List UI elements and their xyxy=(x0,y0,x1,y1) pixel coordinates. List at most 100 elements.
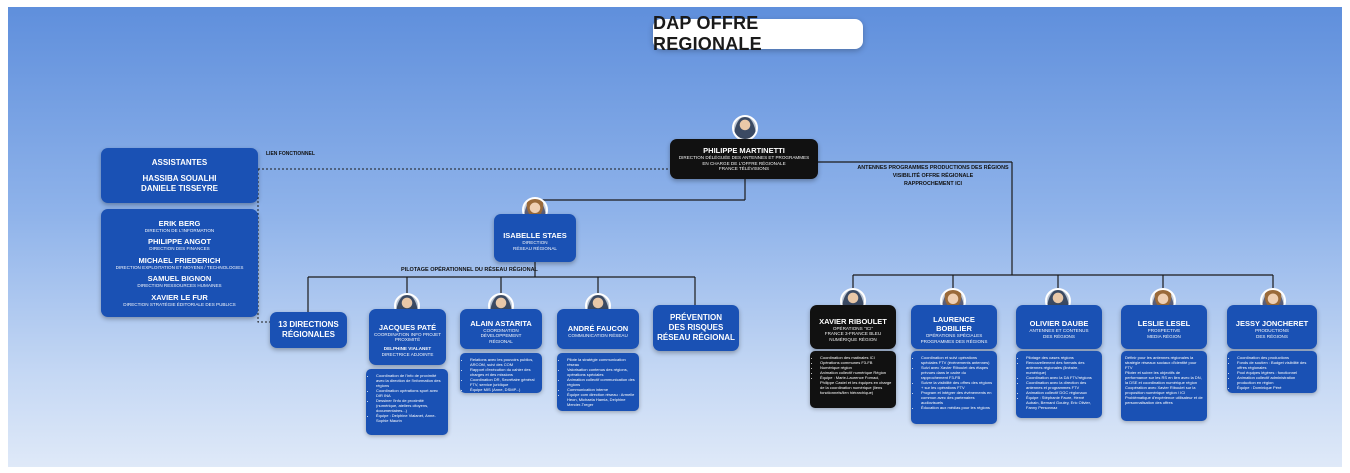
person-role: PRODUCTIONS xyxy=(1255,328,1289,334)
directions-line: RÉGIONALES xyxy=(282,330,335,339)
detail-item: Équipe : Marie-Laurence Fornaci, Philipp… xyxy=(820,375,892,395)
director-role: EN CHARGE DE L'OFFRE RÉGIONALE xyxy=(702,160,786,166)
olivier-daube-box: OLIVIER DAUBE ANTENNES ET CONTENUS DES R… xyxy=(1016,305,1102,349)
org-chart-canvas: DAP OFFRE REGIONALE LIEN FONCTIONNEL ASS… xyxy=(8,7,1342,467)
laurence-bobilier-detail: Coordination et suivi opérations spécial… xyxy=(911,351,997,424)
person-sub: DELPHINE VIALANET xyxy=(383,346,432,351)
person-name: LESLIE LESEL xyxy=(1137,319,1191,329)
detail-item: Coordination avec la direction des anten… xyxy=(1026,380,1098,390)
detail-item: Équipe : Dominique Péré xyxy=(1237,385,1313,390)
detail-item: Coordination de l'info de proximité avec… xyxy=(376,373,444,388)
person-role: PROXIMITÉ xyxy=(394,337,421,343)
person-role: MEDIA RÉGION xyxy=(1147,334,1181,339)
person-role: COORDINATION INFO PROJET xyxy=(373,331,442,337)
staff-role: DIRECTION STRATÉGIE ÉDITORIALE DES PUBLI… xyxy=(123,301,236,307)
detail-item: Éducation aux médias pour les régions xyxy=(921,405,993,410)
detail-item: Équipe MIS (Anne, DSMP...) xyxy=(470,387,538,392)
person-role: ANTENNES ET CONTENUS xyxy=(1029,328,1089,334)
leslie-lesel-box: LESLIE LESEL PROSPECTIVE MEDIA RÉGION xyxy=(1121,305,1207,349)
jessy-joncheret-box: JESSY JONCHERET PRODUCTIONS DES RÉGIONS xyxy=(1227,305,1317,349)
jacques-box: JACQUES PATÉ COORDINATION INFO PROJET PR… xyxy=(369,309,446,365)
antennes-label: ANTENNES PROGRAMMES PRODUCTIONS DES RÉGI… xyxy=(853,164,1013,188)
person-name: ANDRÉ FAUCON xyxy=(567,324,629,334)
person-role: COMMUNICATION RÉSEAU xyxy=(568,333,628,339)
detail-item: Coordination des productions xyxy=(1237,355,1313,360)
detail-item: Animation collectif communication des ré… xyxy=(567,377,635,387)
detail-item: Relations avec les pouvoirs publics, ARC… xyxy=(470,357,538,367)
person-role: DIRECTION xyxy=(522,239,548,245)
laurence-bobilier-box: LAURENCE BOBILIER OPÉRATIONS SPÉCIALES P… xyxy=(911,305,997,349)
detail-item: Équipe com direction réseau : Armelle He… xyxy=(567,392,635,407)
staff-role: DIRECTION EXPLOITATION ET MOYENS / TECHN… xyxy=(115,264,244,270)
person-role: RÉSEAU RÉGIONAL xyxy=(513,245,557,251)
directions-regionales-box: 13 DIRECTIONS RÉGIONALES xyxy=(270,312,347,348)
person-name: ALAIN ASTARITA xyxy=(470,318,532,328)
director-role: FRANCE TÉLÉVISIONS xyxy=(718,166,770,172)
olivier-daube-detail: Pilotage des cases régions Renouvellemen… xyxy=(1016,351,1102,418)
jacques-detail: Coordination de l'info de proximité avec… xyxy=(366,369,448,435)
detail-item: Fonds de soutien : Budget visibilité des… xyxy=(1237,360,1313,370)
assistantes-title: ASSISTANTES xyxy=(151,157,208,167)
xavier-riboulet-box: XAVIER RIBOULET OPÉRATIONS "ICI" FRANCE … xyxy=(810,305,896,349)
staff-role: DIRECTION RESSOURCES HUMAINES xyxy=(137,283,222,289)
assistantes-box: ASSISTANTES HASSIBA SOUALHI DANIELE TISS… xyxy=(101,148,258,203)
staff-role: DIRECTION DES FINANCES xyxy=(149,246,210,252)
andre-detail: Pilote la stratégie communication réseau… xyxy=(557,353,639,411)
person-role: PROGRAMMES DES RÉGIONS xyxy=(920,338,988,344)
detail-item: Coordination des matinales ICI xyxy=(820,355,892,360)
andre-box: ANDRÉ FAUCON COMMUNICATION RÉSEAU xyxy=(557,309,639,349)
xavier-riboulet-detail: Coordination des matinales ICI Opération… xyxy=(810,351,896,408)
assistante-name: DANIELE TISSEYRE xyxy=(141,183,218,193)
detail-item: Suivi avec Xavier Riboulet des étapes pr… xyxy=(921,365,993,380)
detail-item: Pool équipes légères : fonctionnel xyxy=(1237,370,1313,375)
person-name: OLIVIER DAUBE xyxy=(1029,319,1089,329)
detail-item: Coopération avec Xavier Riboulet sur la … xyxy=(1125,385,1196,395)
detail-item: Communication interne xyxy=(567,387,635,392)
person-role: OPÉRATIONS SPÉCIALES xyxy=(925,332,983,338)
person-name: XAVIER RIBOULET xyxy=(819,316,887,326)
prevention-line: DES RISQUES xyxy=(668,323,724,332)
detail-item: Numérique région xyxy=(820,365,892,370)
person-name: JESSY JONCHERET xyxy=(1235,319,1309,329)
person-role: COORDINATION DÉVELOPPEMENT xyxy=(480,327,522,339)
leslie-lesel-detail: Définir pour les antennes régionales la … xyxy=(1121,351,1207,421)
person-role: DES RÉGIONS xyxy=(1043,334,1075,339)
detail-item: Pilotage des cases régions xyxy=(1026,355,1098,360)
staff-name: XAVIER LE FUR xyxy=(151,292,208,302)
lien-fonctionnel-label: LIEN FONCTIONNEL xyxy=(266,151,315,157)
director-role: DIRECTION DÉLÉGUÉE DES ANTENNES ET PROGR… xyxy=(678,155,810,161)
detail-item: Équipe : Delphine Vialanet, Anne-Sophie … xyxy=(376,413,444,423)
chart-title: DAP OFFRE REGIONALE xyxy=(653,13,863,54)
detail-item: Animation collectif DGC régionaux xyxy=(1026,390,1098,395)
antennes-label-line: RAPPROCHEMENT ICI xyxy=(903,181,963,187)
detail-item: Équipe : Stéphanie Faure, Hervé Aubain, … xyxy=(1026,395,1098,410)
detail-item: Rapport d'exécution du cahier des charge… xyxy=(470,367,538,377)
jessy-joncheret-detail: Coordination des productions Fonds de so… xyxy=(1227,351,1317,393)
detail-item: Animation collectif numérique Région xyxy=(820,370,892,375)
detail-item: Piloter et suivre les objectifs de perfo… xyxy=(1125,370,1202,385)
detail-item: Valorisation contenus des régions, opéra… xyxy=(567,367,635,377)
prevention-line: PRÉVENTION xyxy=(669,313,722,322)
detail-item: Pilote la stratégie communication réseau xyxy=(567,357,635,367)
staff-name: SAMUEL BIGNON xyxy=(147,274,212,284)
detail-item: Coordination DR, Secrétaire général FTV,… xyxy=(470,377,538,387)
pilotage-label: PILOTAGE OPÉRATIONNEL DU RÉSEAU RÉGIONAL xyxy=(401,267,538,273)
alain-detail: Relations avec les pouvoirs publics, ARC… xyxy=(460,353,542,393)
person-sub: DIRECTRICE ADJOINTE xyxy=(381,351,434,357)
staff-role: DIRECTION DE L'INFORMATION xyxy=(144,227,215,233)
detail-item: Program et intégrer des évènements en co… xyxy=(921,390,993,405)
detail-item: Animation collectif administration produ… xyxy=(1237,375,1313,385)
prevention-line: RÉSEAU RÉGIONAL xyxy=(657,333,735,342)
director-name: PHILIPPE MARTINETTI xyxy=(703,146,785,156)
person-name: JACQUES PATÉ xyxy=(378,322,437,332)
staff-name: PHILIPPE ANGOT xyxy=(147,237,212,247)
isabelle-box: ISABELLE STAES DIRECTION RÉSEAU RÉGIONAL xyxy=(494,214,576,262)
person-role: PROSPECTIVE xyxy=(1147,328,1181,334)
avatar xyxy=(732,115,758,141)
person-name: ISABELLE STAES xyxy=(503,230,567,240)
detail-item: Opérations communes F3-FB xyxy=(820,360,892,365)
prevention-box: PRÉVENTION DES RISQUES RÉSEAU RÉGIONAL xyxy=(653,305,739,351)
detail-item: Dessiner l'info de proximité (numérique,… xyxy=(376,398,444,413)
staff-name: ERIK BERG xyxy=(158,218,201,228)
